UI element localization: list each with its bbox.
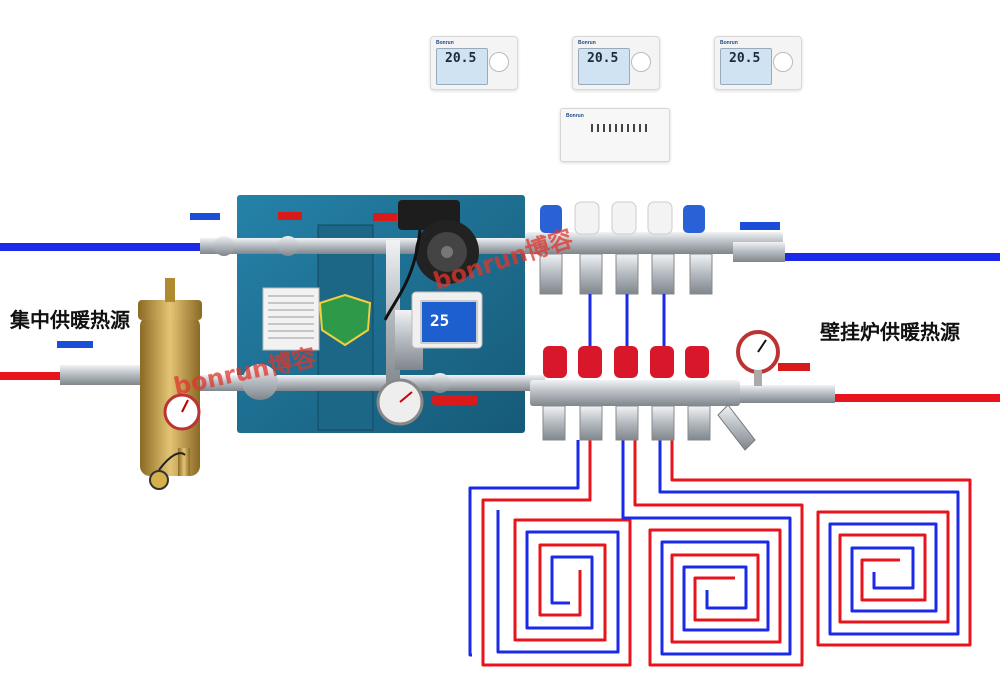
- station-bottom-pipe: [200, 375, 545, 391]
- thermostat-3[interactable]: Bonrun 20.5: [714, 36, 802, 90]
- thermostat-1[interactable]: Bonrun 20.5: [430, 36, 518, 90]
- controller-leds: [591, 124, 651, 132]
- y-strainer-icon: [717, 404, 756, 451]
- mixing-display-temp: 25: [430, 311, 450, 330]
- thermostat-brand: Bonrun: [578, 40, 596, 46]
- controller-brand: Bonrun: [566, 113, 584, 119]
- shield-emblem: [318, 293, 372, 347]
- wiring-controller: Bonrun: [560, 108, 670, 162]
- actuator: [574, 201, 600, 235]
- bottom-left-valve: [242, 364, 278, 400]
- wall-boiler-heat-source-label: 壁挂炉供暖热源: [820, 320, 960, 344]
- air-separator-icon: [57, 278, 202, 490]
- thermostat-2[interactable]: Bonrun 20.5: [572, 36, 660, 90]
- info-label: [262, 287, 320, 351]
- main-pipes: [0, 243, 1000, 402]
- thermostat-temp: 20.5: [729, 51, 761, 66]
- thermostat-knob[interactable]: [773, 52, 793, 72]
- manifold-pressure-gauge-icon: [736, 330, 780, 386]
- floor-heating-loops: [468, 440, 972, 667]
- ball-valve-icon: [740, 222, 780, 230]
- thermostat-screen: [436, 48, 488, 85]
- actuator: [611, 201, 637, 235]
- station-pressure-gauge-icon: [376, 378, 424, 426]
- actuator: [614, 346, 638, 378]
- actuator: [647, 201, 673, 235]
- thermostat-brand: Bonrun: [720, 40, 738, 46]
- ball-valve-icon: [373, 213, 397, 221]
- ball-valve-icon: [278, 212, 302, 256]
- actuator: [578, 346, 602, 378]
- actuator: [683, 205, 705, 233]
- thermostat-screen: [578, 48, 630, 85]
- mixing-display: 25: [420, 300, 478, 344]
- boiler-return-pipe: [785, 253, 1000, 261]
- loop-2-return: [621, 440, 792, 656]
- ball-valve-icon: [430, 373, 478, 405]
- loop-3-supply: [670, 440, 972, 647]
- thermostat-temp: 20.5: [587, 51, 619, 66]
- actuator: [650, 346, 674, 378]
- ball-valve-icon: [778, 363, 810, 371]
- thermostat-screen: [720, 48, 772, 85]
- loop-1-return: [468, 440, 620, 657]
- thermostat-temp: 20.5: [445, 51, 477, 66]
- thermostat-knob[interactable]: [631, 52, 651, 72]
- circulation-pump-icon: [383, 200, 479, 321]
- thermostat-brand: Bonrun: [436, 40, 454, 46]
- loop-1-supply: [481, 440, 632, 667]
- boiler-supply-pipe: [832, 394, 1000, 402]
- actuator: [540, 205, 562, 233]
- actuator: [543, 346, 567, 378]
- central-return-pipe: [0, 243, 200, 251]
- supply-manifold: [530, 330, 835, 451]
- ball-valve-icon: [190, 213, 234, 256]
- label-lines: [268, 295, 314, 339]
- loop-3-return: [658, 440, 960, 636]
- central-supply-pipe: [0, 372, 70, 380]
- central-heat-source-label: 集中供暖热源: [10, 308, 130, 332]
- mixing-station: [190, 195, 545, 433]
- actuator: [685, 346, 709, 378]
- thermostat-knob[interactable]: [489, 52, 509, 72]
- loop-2-supply: [633, 440, 804, 667]
